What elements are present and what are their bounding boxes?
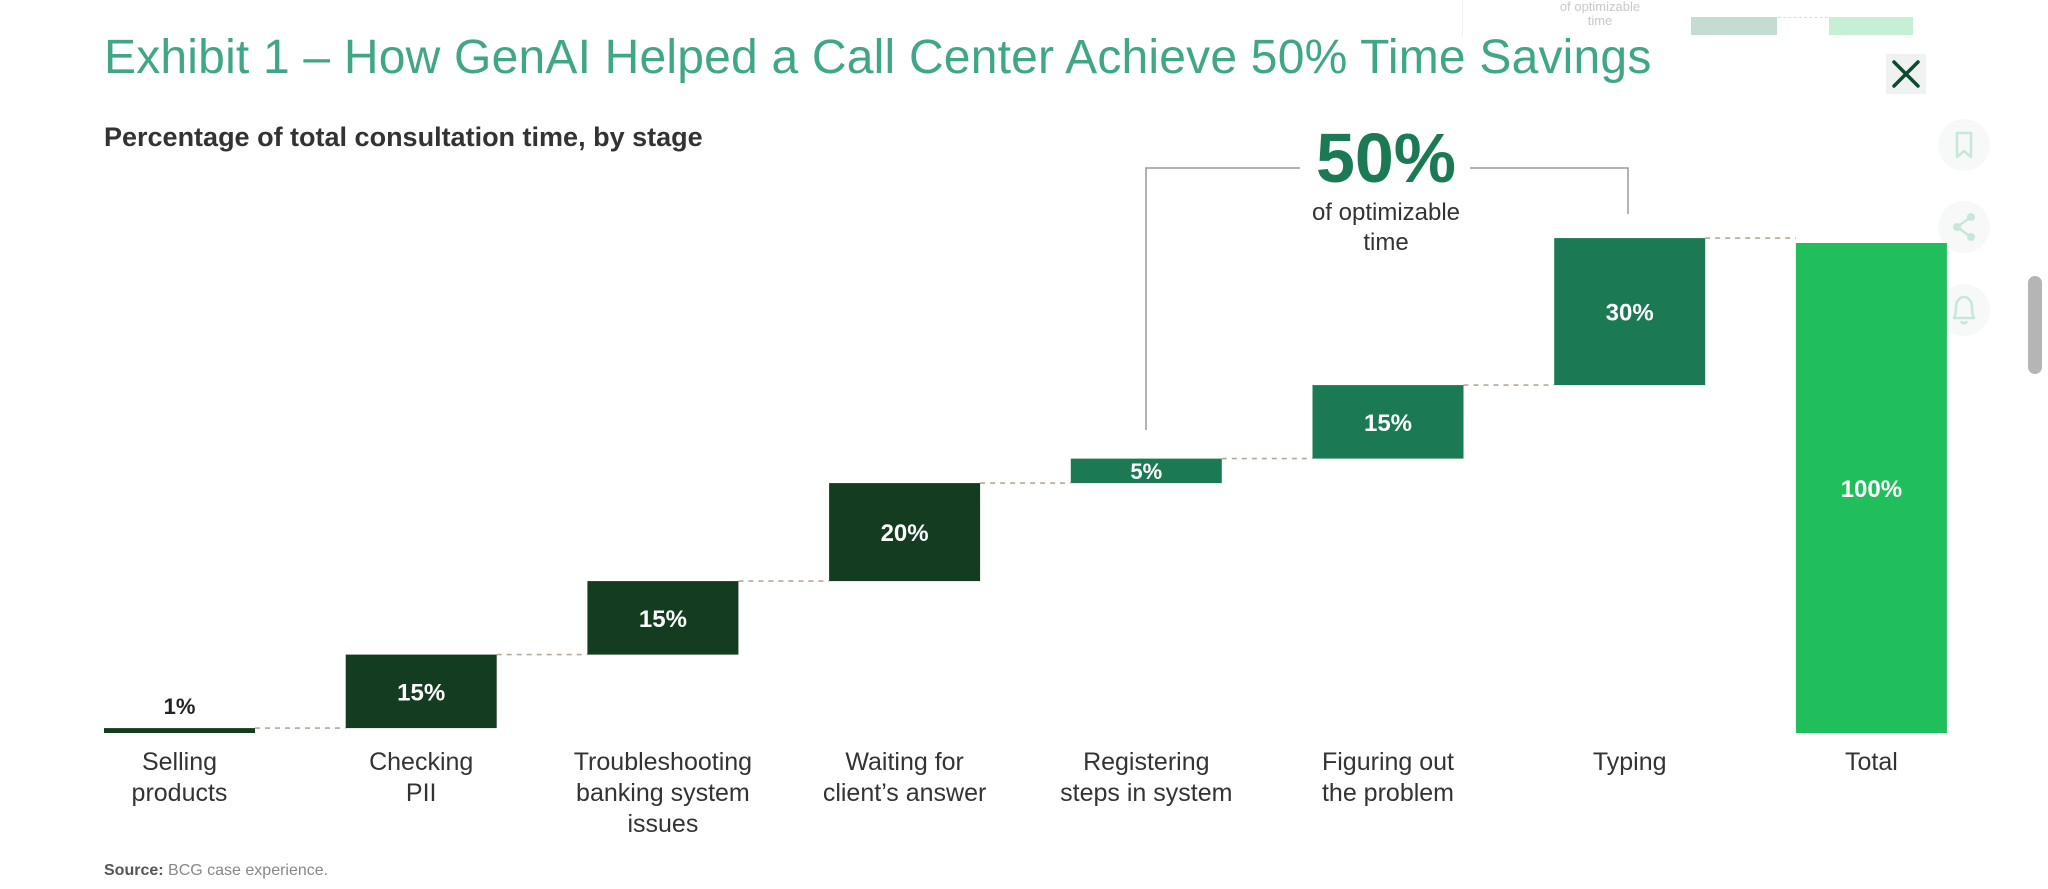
category-label-5-line-1: Registering bbox=[1083, 748, 1209, 776]
callout-label-line1: of optimizable bbox=[1312, 199, 1460, 226]
category-label-8-line-1: Total bbox=[1845, 748, 1898, 776]
source-label: Source: bbox=[104, 862, 164, 879]
close-icon bbox=[1892, 60, 1920, 88]
callout-label-line2: time bbox=[1363, 229, 1408, 256]
ghost-connector bbox=[1778, 17, 1828, 18]
chart-subtitle: Percentage of total consultation time, b… bbox=[104, 122, 703, 152]
category-label-4-line-1: Waiting for bbox=[845, 748, 964, 776]
bar-1 bbox=[104, 728, 255, 733]
category-label-3-line-3: issues bbox=[627, 810, 698, 838]
bookmark-button[interactable] bbox=[1938, 119, 1990, 171]
category-label-6-line-2: the problem bbox=[1322, 779, 1454, 807]
category-label-5-line-2: steps in system bbox=[1060, 779, 1232, 807]
source-note: Source: BCG case experience. bbox=[104, 862, 328, 880]
category-label-2-line-1: Checking bbox=[369, 748, 473, 776]
bar-6 bbox=[1312, 385, 1464, 459]
callout-bracket bbox=[1145, 167, 1629, 430]
bar-5 bbox=[1070, 458, 1222, 484]
category-label-2-line-2: PII bbox=[406, 779, 437, 807]
page-title: Exhibit 1 – How GenAI Helped a Call Cent… bbox=[104, 31, 1652, 84]
ghost-bar-mid bbox=[1691, 17, 1777, 35]
category-label-4-line-2: client’s answer bbox=[823, 779, 987, 807]
share-icon bbox=[1953, 213, 1975, 241]
data-label-2: 15% bbox=[397, 679, 445, 706]
category-label-1-line-1: Selling bbox=[142, 748, 217, 776]
ghost-preview bbox=[1462, 0, 1933, 36]
bar-2 bbox=[345, 654, 497, 729]
callout-value: 50% bbox=[1316, 119, 1456, 197]
bar-4 bbox=[829, 483, 981, 582]
data-label-3: 15% bbox=[639, 606, 687, 633]
ghost-preview-label: of optimizable time bbox=[1559, 0, 1641, 28]
close-button[interactable] bbox=[1886, 54, 1926, 94]
data-label-1: 1% bbox=[164, 694, 196, 719]
data-label-4: 20% bbox=[881, 520, 929, 547]
bar-8 bbox=[1795, 243, 1947, 733]
data-label-7: 30% bbox=[1606, 300, 1654, 327]
category-label-7-line-1: Typing bbox=[1593, 748, 1667, 776]
category-label-3-line-1: Troubleshooting bbox=[574, 748, 752, 776]
bell-icon bbox=[1952, 295, 1976, 325]
bookmark-icon bbox=[1955, 131, 1973, 159]
category-label-1-line-2: products bbox=[132, 779, 228, 807]
bar-3 bbox=[587, 581, 739, 655]
scrollbar-thumb[interactable] bbox=[2028, 276, 2042, 374]
data-label-6: 15% bbox=[1364, 410, 1412, 437]
bar-7 bbox=[1554, 238, 1706, 386]
ghost-bar-total bbox=[1829, 17, 1913, 35]
data-label-5: 5% bbox=[1130, 459, 1162, 484]
category-label-6-line-1: Figuring out bbox=[1322, 748, 1454, 776]
data-label-8: 100% bbox=[1841, 476, 1902, 503]
category-label-3-line-2: banking system bbox=[576, 779, 750, 807]
source-text: BCG case experience. bbox=[168, 862, 329, 879]
